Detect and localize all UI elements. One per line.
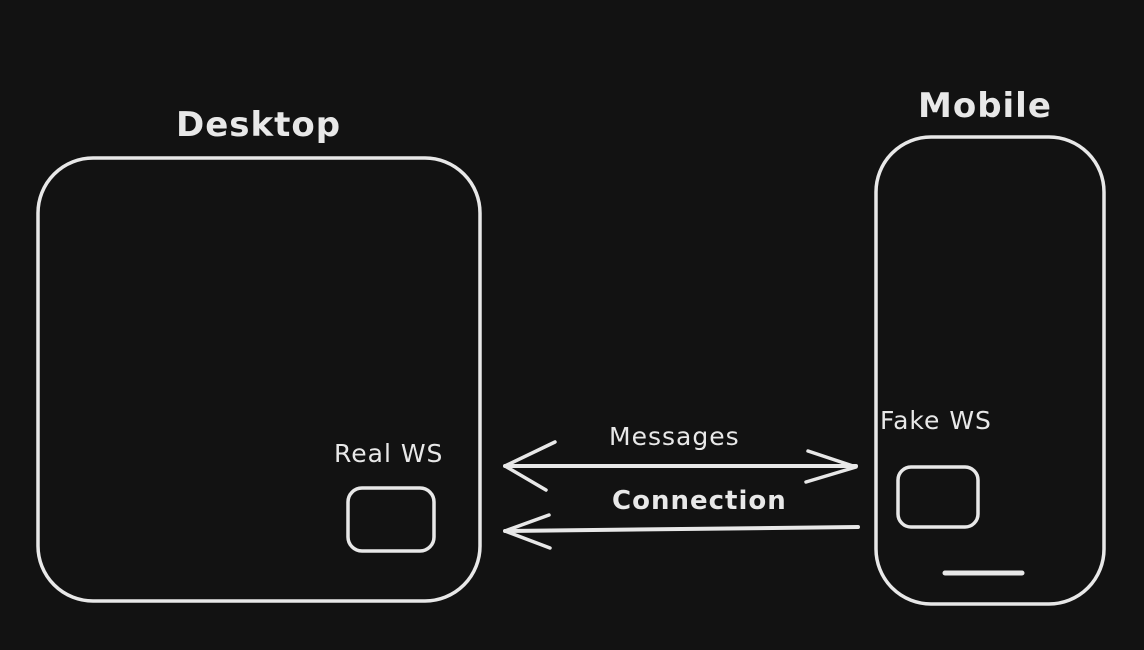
connection-label: Connection (612, 486, 787, 516)
real-ws-box (346, 486, 436, 553)
connection-arrow (503, 513, 860, 550)
desktop-frame (36, 156, 482, 603)
mobile-frame (874, 135, 1106, 606)
mobile-title: Mobile (918, 86, 1052, 126)
fake-ws-label: Fake WS (880, 406, 992, 435)
messages-label: Messages (609, 422, 740, 451)
messages-arrow (503, 440, 858, 492)
desktop-title: Desktop (176, 105, 342, 145)
real-ws-label: Real WS (334, 439, 444, 468)
fake-ws-box (896, 465, 980, 529)
